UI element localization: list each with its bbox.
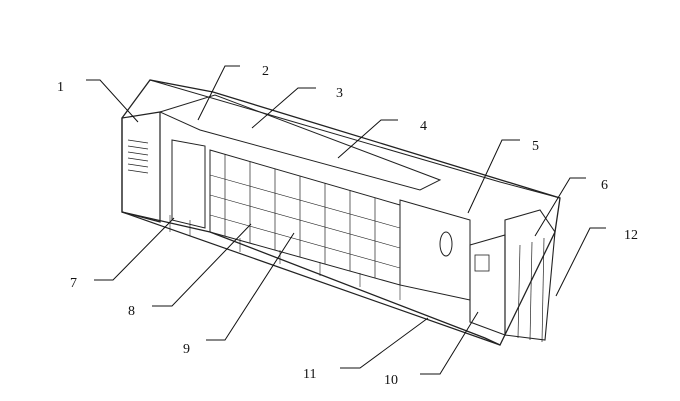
gas-cylinder [439,231,453,257]
bottom-frame [121,211,501,346]
leader-6 [534,177,586,237]
leader-8 [152,223,252,307]
leader-12 [555,227,606,297]
leader-10 [420,311,479,375]
callout-8: 8 [128,304,135,319]
hvac-unit [504,209,556,341]
callout-7: 7 [70,276,77,291]
leader-2 [197,65,240,121]
battery-racks [209,149,401,286]
cabinet-screen [474,254,490,272]
entry-door [171,139,206,229]
callout-11: 11 [303,367,316,382]
air-duct [158,94,442,191]
control-cabinet [469,234,506,336]
leader-1 [86,79,139,123]
leader-5 [467,139,520,214]
callout-2: 2 [262,64,269,79]
leader-4 [337,119,398,159]
container-outline [121,79,561,346]
fire-suppression-compartment [399,199,471,301]
callout-10: 10 [384,373,398,388]
callout-3: 3 [336,86,343,101]
callout-12: 12 [624,228,638,243]
left-end-face [121,111,161,223]
callout-1: 1 [57,80,64,95]
leader-11 [340,317,429,369]
callout-4: 4 [420,119,427,134]
roof-line [149,79,561,199]
leader-3 [251,87,316,129]
leader-lines [86,65,606,375]
callout-numbers: 1 2 3 4 5 6 7 8 9 10 11 12 [57,64,638,388]
right-end-doors [517,237,545,343]
leader-9 [206,232,295,341]
container-illustration [121,79,561,346]
left-end-vents [127,139,149,174]
callout-9: 9 [183,342,190,357]
leader-7 [94,217,175,281]
callout-6: 6 [601,178,608,193]
callout-5: 5 [532,139,539,154]
